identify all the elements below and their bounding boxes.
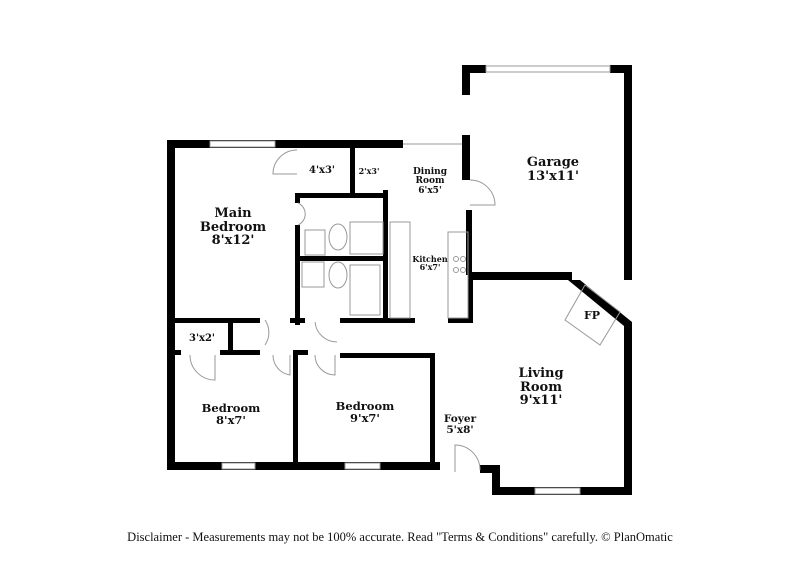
disclaimer: Disclaimer - Measurements may not be 100… xyxy=(127,530,673,544)
room-size: 8'x7' xyxy=(216,413,246,428)
room-name: Kitchen xyxy=(412,254,448,264)
room-size: 9'x7' xyxy=(350,411,380,426)
room-size: 6'x5' xyxy=(418,185,442,196)
room-name: Dining Room xyxy=(412,167,448,187)
room-name: Foyer xyxy=(443,413,477,425)
windows xyxy=(209,65,611,495)
room-size: 8'x12' xyxy=(211,233,255,249)
room-name: Bedroom xyxy=(201,401,261,415)
room-name: Living Room xyxy=(518,366,564,395)
room-name: Main Bedroom xyxy=(199,206,267,235)
room-closet-2x3: 2'x3' xyxy=(358,166,380,176)
room-name: Bedroom xyxy=(335,399,395,413)
room-size: 5'x8' xyxy=(446,424,474,437)
room-size: 9'x11' xyxy=(519,393,563,409)
room-name: Garage xyxy=(526,155,580,170)
walls xyxy=(167,65,632,495)
room-size: 13'x11' xyxy=(527,168,579,184)
doors-fixtures xyxy=(189,143,621,472)
room-size: 6'x7' xyxy=(419,262,441,273)
fireplace-label: FP xyxy=(583,309,601,322)
room-closet-4x3: 4'x3' xyxy=(308,165,336,176)
room-closet-3x2: 3'x2' xyxy=(188,333,216,344)
